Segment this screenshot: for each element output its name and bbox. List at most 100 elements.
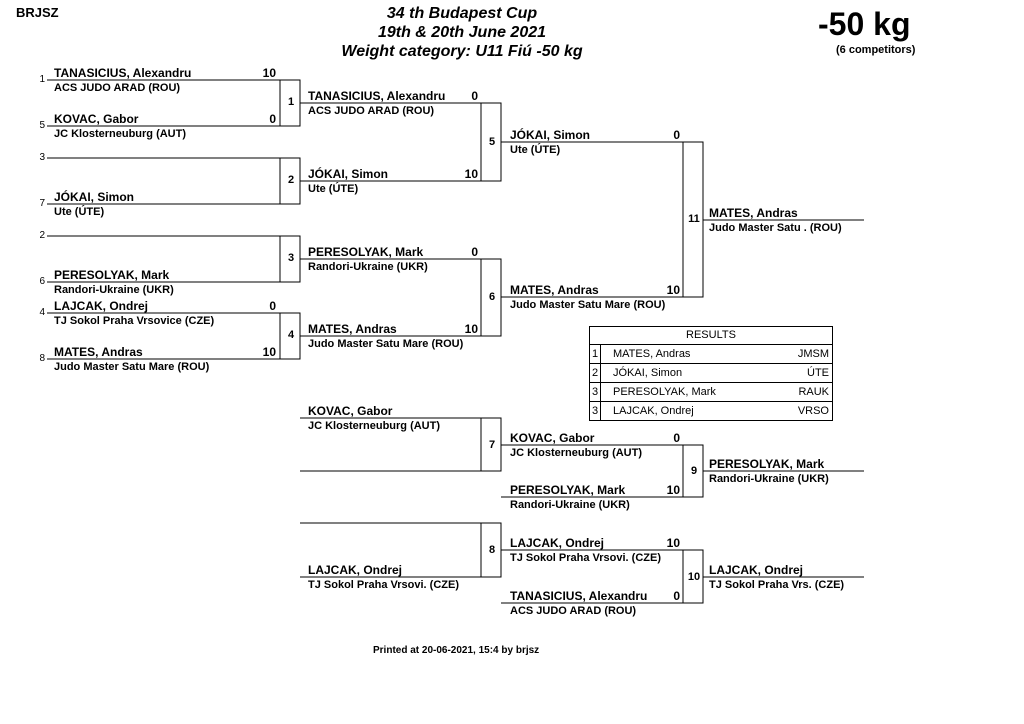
score: 10 bbox=[666, 483, 680, 497]
competitor-name: KOVAC, Gabor bbox=[54, 112, 139, 126]
club-name: JC Klosterneuburg (AUT) bbox=[308, 420, 440, 432]
score: 0 bbox=[269, 112, 276, 126]
results-row: 3 LAJCAK, Ondrej VRSO bbox=[590, 401, 832, 420]
result-code: VRSO bbox=[797, 405, 829, 417]
score: 0 bbox=[471, 89, 478, 103]
results-row: 3 PERESOLYAK, Mark RAUK bbox=[590, 382, 832, 401]
match-number: 4 bbox=[287, 329, 295, 341]
competitor-name: LAJCAK, Ondrej bbox=[510, 536, 605, 550]
club-name: ACS JUDO ARAD (ROU) bbox=[308, 105, 435, 117]
weight-category: Weight category: U11 Fiú -50 kg bbox=[341, 43, 583, 60]
result-code: RAUK bbox=[798, 386, 829, 398]
competitor-name: MATES, Andras bbox=[308, 322, 397, 336]
seed-number: 5 bbox=[39, 120, 45, 131]
match-number: 6 bbox=[488, 291, 496, 303]
club-name: TJ Sokol Praha Vrs. (CZE) bbox=[709, 579, 845, 591]
score: 10 bbox=[464, 322, 478, 336]
competitor-name: LAJCAK, Ondrej bbox=[308, 563, 403, 577]
competitor-name: TANASICIUS, Alexandru bbox=[308, 89, 446, 103]
match-number: 3 bbox=[287, 252, 295, 264]
club-name: Randori-Ukraine (UKR) bbox=[709, 473, 829, 485]
club-name: ACS JUDO ARAD (ROU) bbox=[510, 605, 637, 617]
seed-number: 1 bbox=[39, 74, 45, 85]
club-name: TJ Sokol Praha Vrsovi. (CZE) bbox=[308, 579, 459, 591]
club-name: Randori-Ukraine (UKR) bbox=[54, 284, 174, 296]
results-row: 1 MATES, Andras JMSM bbox=[590, 345, 832, 363]
seed-number: 2 bbox=[39, 230, 45, 241]
seed-number: 3 bbox=[39, 152, 45, 163]
seed-number: 6 bbox=[39, 276, 45, 287]
result-rank: 2 bbox=[590, 364, 601, 382]
seed-number: 8 bbox=[39, 353, 45, 364]
match-number: 11 bbox=[688, 213, 700, 225]
club-name: TJ Sokol Praha Vrsovice (CZE) bbox=[54, 315, 215, 327]
results-title: RESULTS bbox=[590, 327, 832, 345]
score: 10 bbox=[464, 167, 478, 181]
competitor-name: MATES, Andras bbox=[510, 283, 599, 297]
competitor-name: JÓKAI, Simon bbox=[54, 190, 135, 204]
result-code: ÚTE bbox=[807, 367, 829, 379]
seed-number: 7 bbox=[39, 198, 45, 209]
competitor-name: LAJCAK, Ondrej bbox=[54, 299, 149, 313]
match-number: 1 bbox=[287, 96, 295, 108]
competitor-name: LAJCAK, Ondrej bbox=[709, 563, 804, 577]
competitor-name: KOVAC, Gabor bbox=[510, 431, 595, 445]
score: 0 bbox=[269, 299, 276, 313]
club-name: Judo Master Satu Mare (ROU) bbox=[510, 299, 666, 311]
competitor-name: JÓKAI, Simon bbox=[308, 167, 389, 181]
club-name: Ute (ÚTE) bbox=[54, 206, 105, 218]
competitor-name: KOVAC, Gabor bbox=[308, 404, 393, 418]
org-code: BRJSZ bbox=[16, 5, 59, 20]
competitor-name: PERESOLYAK, Mark bbox=[510, 483, 626, 497]
club-name: Ute (ÚTE) bbox=[308, 183, 359, 195]
score: 10 bbox=[262, 345, 276, 359]
competitor-name: JÓKAI, Simon bbox=[510, 128, 591, 142]
result-name: PERESOLYAK, Mark bbox=[613, 386, 716, 398]
competitor-count: (6 competitors) bbox=[836, 44, 916, 56]
score: 10 bbox=[666, 283, 680, 297]
match-number: 10 bbox=[687, 571, 701, 583]
match-number: 2 bbox=[287, 174, 295, 186]
seed-number: 4 bbox=[39, 307, 45, 318]
club-name: Randori-Ukraine (UKR) bbox=[510, 499, 630, 511]
event-dates: 19th & 20th June 2021 bbox=[377, 24, 547, 41]
competitor-name: PERESOLYAK, Mark bbox=[308, 245, 424, 259]
club-name: Judo Master Satu Mare (ROU) bbox=[308, 338, 464, 350]
result-code: JMSM bbox=[797, 348, 829, 360]
score: 10 bbox=[666, 536, 680, 550]
match-number: 9 bbox=[690, 465, 698, 477]
club-name: Ute (ÚTE) bbox=[510, 144, 561, 156]
club-name: ACS JUDO ARAD (ROU) bbox=[54, 82, 181, 94]
result-name: JÓKAI, Simon bbox=[613, 367, 683, 379]
results-row: 2 JÓKAI, Simon ÚTE bbox=[590, 363, 832, 382]
club-name: TJ Sokol Praha Vrsovi. (CZE) bbox=[510, 552, 661, 564]
weight-label: -50 kg bbox=[818, 6, 911, 42]
page-title: 34 th Budapest Cup bbox=[386, 5, 538, 22]
score: 0 bbox=[673, 128, 680, 142]
score: 10 bbox=[262, 66, 276, 80]
competitor-name: TANASICIUS, Alexandru bbox=[54, 66, 192, 80]
match-number: 5 bbox=[488, 136, 496, 148]
club-name: JC Klosterneuburg (AUT) bbox=[510, 447, 642, 459]
match-number: 7 bbox=[488, 439, 496, 451]
club-name: Judo Master Satu Mare (ROU) bbox=[54, 361, 210, 373]
final-winner-name: MATES, Andras bbox=[709, 206, 798, 220]
club-name: Randori-Ukraine (UKR) bbox=[308, 261, 428, 273]
result-rank: 3 bbox=[590, 383, 601, 401]
competitor-name: PERESOLYAK, Mark bbox=[54, 268, 170, 282]
competitor-name: MATES, Andras bbox=[54, 345, 143, 359]
results-table: RESULTS 1 MATES, Andras JMSM 2 JÓKAI, Si… bbox=[589, 326, 833, 421]
score: 0 bbox=[673, 431, 680, 445]
competitor-name: TANASICIUS, Alexandru bbox=[510, 589, 648, 603]
competitor-name: PERESOLYAK, Mark bbox=[709, 457, 825, 471]
final-winner-club: Judo Master Satu . (ROU) bbox=[709, 222, 842, 234]
club-name: JC Klosterneuburg (AUT) bbox=[54, 128, 186, 140]
result-name: LAJCAK, Ondrej bbox=[613, 405, 694, 417]
result-rank: 1 bbox=[590, 345, 601, 363]
bracket-line bbox=[501, 141, 704, 298]
score: 0 bbox=[471, 245, 478, 259]
print-footer: Printed at 20-06-2021, 15:4 by brjsz bbox=[373, 645, 540, 656]
result-name: MATES, Andras bbox=[613, 348, 691, 360]
